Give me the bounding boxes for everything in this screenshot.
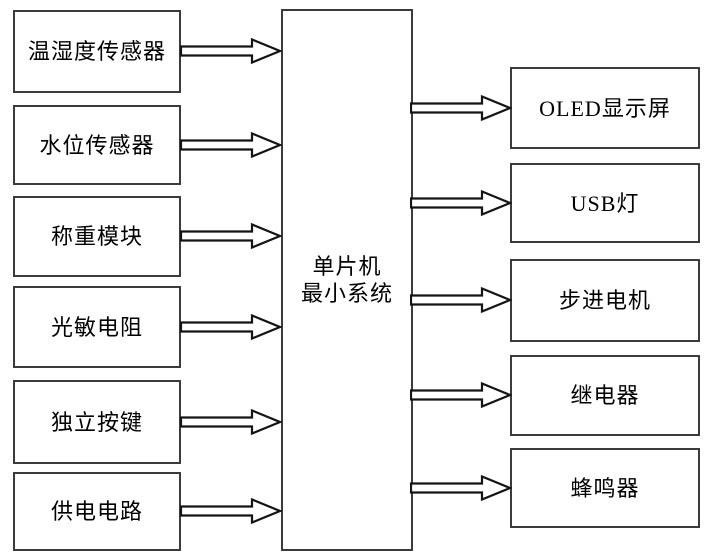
right-block-arrow-icon bbox=[410, 382, 512, 408]
input-label-power-supply-circuit: 供电电路 bbox=[50, 499, 143, 524]
right-block-arrow-icon bbox=[180, 223, 282, 249]
right-block-arrow-icon bbox=[180, 314, 282, 340]
right-block-arrow-icon bbox=[180, 38, 282, 64]
output-box-relay: 继电器 bbox=[510, 355, 700, 436]
right-block-arrow-icon bbox=[410, 95, 512, 121]
output-label-relay: 继电器 bbox=[570, 383, 640, 408]
output-label-usb-light: USB灯 bbox=[570, 190, 640, 216]
right-block-arrow-icon bbox=[410, 475, 512, 501]
right-block-arrow-icon bbox=[410, 190, 512, 216]
center-label-mcu-minimal-system: 单片机 最小系统 bbox=[301, 253, 393, 307]
output-box-buzzer: 蜂鸣器 bbox=[510, 448, 700, 528]
center-box-mcu-minimal-system: 单片机 最小系统 bbox=[281, 9, 413, 551]
input-box-weighing-module: 称重模块 bbox=[13, 196, 181, 277]
output-box-oled-display: OLED显示屏 bbox=[510, 67, 700, 149]
center-label-line-1: 单片机 bbox=[312, 254, 382, 279]
input-box-photoresistor: 光敏电阻 bbox=[13, 286, 181, 368]
output-label-buzzer: 蜂鸣器 bbox=[570, 475, 640, 501]
input-label-water-level-sensor: 水位传感器 bbox=[39, 132, 155, 158]
input-box-temp-humidity-sensor: 温湿度传感器 bbox=[13, 10, 181, 93]
center-label-line-2: 最小系统 bbox=[300, 281, 393, 306]
input-label-independent-keys: 独立按键 bbox=[50, 409, 143, 435]
output-box-usb-light: USB灯 bbox=[510, 163, 700, 243]
right-block-arrow-icon bbox=[180, 132, 282, 158]
input-label-temp-humidity-sensor: 温湿度传感器 bbox=[27, 39, 166, 64]
right-block-arrow-icon bbox=[410, 287, 512, 313]
output-label-stepper-motor: 步进电机 bbox=[558, 288, 651, 313]
input-label-weighing-module: 称重模块 bbox=[50, 224, 143, 249]
input-box-power-supply-circuit: 供电电路 bbox=[13, 472, 181, 551]
input-box-water-level-sensor: 水位传感器 bbox=[13, 105, 181, 185]
output-box-stepper-motor: 步进电机 bbox=[510, 259, 700, 342]
output-label-oled-display: OLED显示屏 bbox=[539, 95, 671, 121]
right-block-arrow-icon bbox=[180, 409, 282, 435]
input-label-photoresistor: 光敏电阻 bbox=[50, 314, 143, 340]
input-box-independent-keys: 独立按键 bbox=[13, 380, 181, 464]
right-block-arrow-icon bbox=[180, 498, 282, 524]
